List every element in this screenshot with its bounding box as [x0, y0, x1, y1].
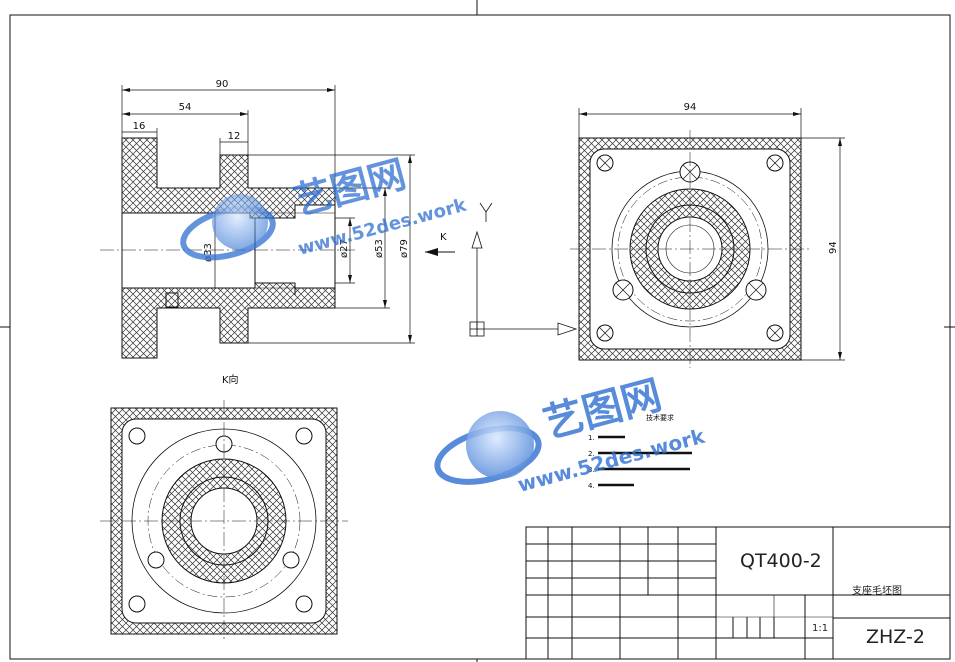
part-name-text: 支座毛坯图	[852, 584, 902, 597]
note-line-1: 1.	[588, 434, 595, 442]
note-line-2: 2.	[588, 450, 595, 458]
dim-16: 16	[133, 121, 146, 132]
watermark-center: 艺图网 www.52des.work	[434, 372, 708, 497]
dim-dia-79: ø79	[399, 239, 410, 258]
watermark-globe-icon	[466, 411, 534, 479]
view-k-label: K	[440, 232, 447, 243]
dim-overall-length: 90	[216, 79, 229, 90]
dim-dia-33: ø33	[203, 243, 214, 262]
view-direction-arrow: K	[425, 232, 455, 256]
material-text: QT400-2	[740, 550, 822, 572]
k-direction-view: K向	[100, 373, 348, 642]
technical-notes: 技术要求 1. 2. 3. 4.	[588, 413, 692, 490]
title-block	[525, 526, 951, 660]
side-view: 94 94	[570, 102, 845, 368]
dim-dia-27: ø27	[339, 239, 350, 258]
coordinate-axes-icon	[469, 202, 578, 337]
note-line-3: 3.	[588, 466, 595, 474]
note-line-4: 4.	[588, 482, 595, 490]
dim-side-width: 94	[684, 102, 697, 113]
dim-side-height: 94	[828, 241, 839, 254]
front-section-view: 90 54 16 12 ø33 ø27 ø53 ø79 K	[100, 79, 455, 359]
dim-12: 12	[228, 131, 241, 142]
notes-title: 技术要求	[646, 413, 674, 422]
dim-54: 54	[179, 102, 192, 113]
dim-dia-53: ø53	[374, 239, 385, 258]
drawing-number-text: ZHZ-2	[866, 626, 925, 648]
k-view-title: K向	[222, 373, 239, 386]
scale-text: 1:1	[812, 623, 828, 634]
watermark-globe-icon	[212, 194, 268, 250]
section-lower-wall	[121, 282, 336, 359]
